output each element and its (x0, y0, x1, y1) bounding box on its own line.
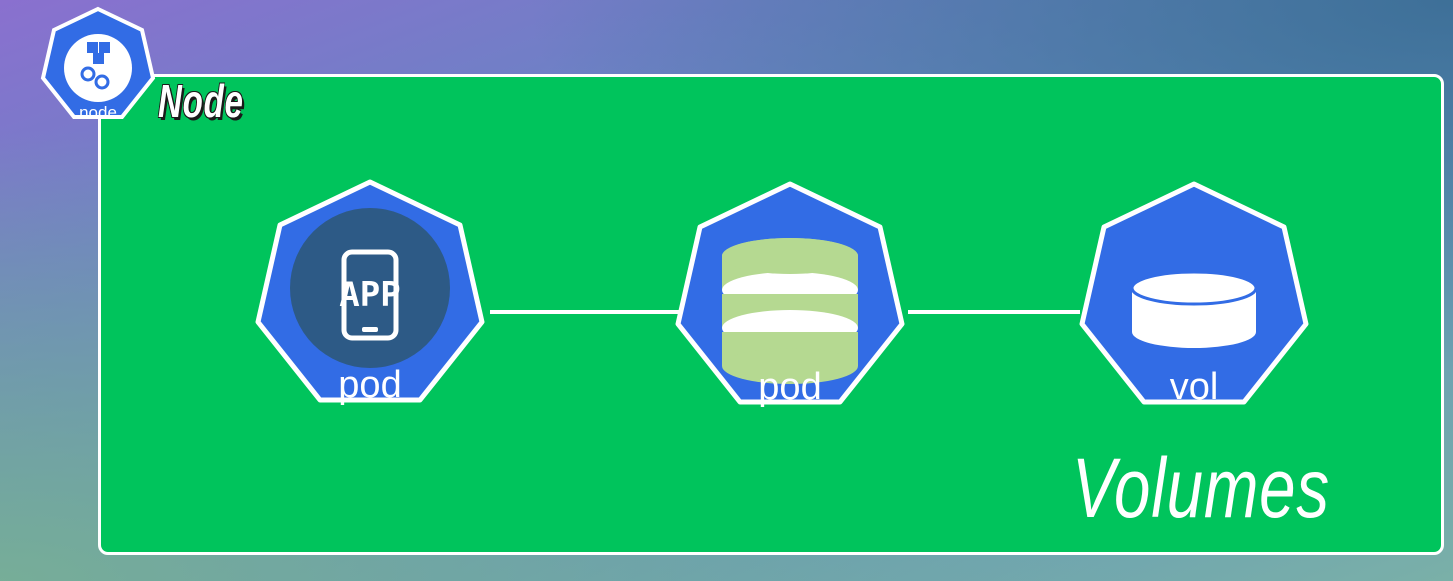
node-title: Node (158, 75, 244, 127)
database-pod: pod (666, 180, 914, 430)
volume-label: vol (1169, 366, 1219, 408)
connector-app-to-db (490, 310, 680, 314)
volume: vol (1070, 180, 1318, 430)
app-pod-hexagon: APP (255, 179, 485, 403)
volume-disk-icon (1130, 270, 1258, 348)
node-badge-label: node (79, 103, 117, 122)
volume-hexagon (1079, 181, 1309, 405)
node-icon (64, 34, 132, 102)
database-pod-hexagon (675, 181, 905, 405)
app-icon-text: APP (339, 275, 400, 315)
volumes-title: Volumes (1072, 441, 1330, 535)
database-icon (722, 238, 858, 384)
app-pod: APP pod (246, 178, 494, 428)
node-badge: node (40, 6, 156, 122)
database-pod-label: pod (758, 366, 822, 408)
connector-db-to-vol (908, 310, 1080, 314)
app-pod-label: pod (338, 364, 402, 406)
app-icon: APP (290, 208, 450, 368)
